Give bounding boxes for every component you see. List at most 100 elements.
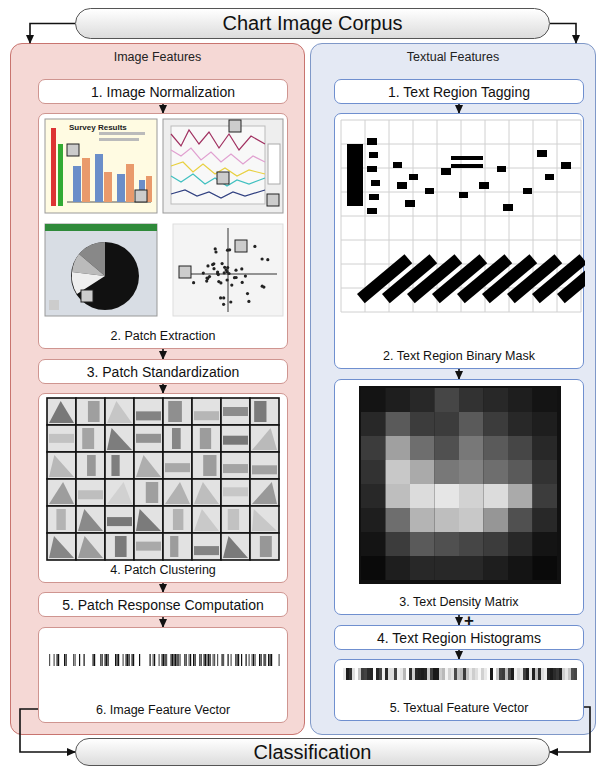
barcode-stroke [463,668,466,680]
barcode-stroke [270,654,271,666]
barcode-stroke [373,668,376,680]
illustration-part [95,154,103,202]
image-patch [250,479,279,506]
density-cell [459,436,484,460]
image-patch [134,479,163,506]
illustration-part [357,254,585,303]
illustration-part [371,180,380,186]
illustration-part [163,119,283,213]
process-box: 1. Text Region Tagging [334,79,584,104]
process-box: 5. Textual Feature Vector [334,659,584,721]
patch-shape [136,542,161,551]
barcode-stroke [132,654,133,666]
mask-grid [341,312,581,313]
process-box: 1. Image Normalization [38,79,288,104]
barcode-stroke [508,668,511,680]
image-patch [192,506,221,533]
image-patch [192,452,221,479]
barcode-stroke [75,654,76,666]
barcode-stroke [556,668,559,680]
barcode-stroke [511,668,514,680]
scatter-dot [226,249,229,252]
barcode-stroke [406,668,409,680]
flow-arrow [162,617,164,627]
image-patch [221,506,250,533]
patch-shape [165,463,190,472]
barcode-stroke [571,668,574,680]
density-cell [386,412,411,436]
process-box: 5. Patch Response Computation [38,592,288,617]
barcode-stroke [409,668,412,680]
barcode-stroke [271,654,272,666]
illustration-part [45,119,157,213]
image-patch [76,398,105,425]
barcode-stroke [66,654,67,666]
illustration-part [67,144,79,156]
barcode-stroke [265,654,266,666]
image-patch [105,533,134,560]
density-cell [533,460,558,484]
density-cell [386,460,411,484]
illustration-part [173,224,283,316]
process-box: 6. Image Feature Vector [38,627,288,723]
barcode-stroke [139,654,140,666]
patch-shape [78,490,103,499]
barcode-stroke [421,668,424,680]
scatter-dot [202,272,205,275]
patch-shape [107,401,132,423]
barcode-stroke [228,654,229,666]
scatter-dot [246,292,249,295]
illustration-part [135,190,147,202]
image-patch [47,479,76,506]
process-box: 2. Patch ExtractionSurvey Results [38,113,288,349]
scatter-dot [219,281,222,284]
illustration-part [369,152,378,158]
patch-shape [146,482,158,503]
image-patch [221,452,250,479]
image-patch [250,425,279,452]
illustration-part [104,172,112,202]
barcode-stroke [100,654,101,666]
barcode-stroke [568,668,571,680]
scatter-dot [216,272,219,275]
barcode-stroke [154,654,155,666]
step-label: 5. Patch Response Computation [62,597,264,613]
barcode-stroke [214,654,215,666]
step-label: 3. Text Density Matrix [335,595,583,609]
feature-panel: Textual Features1. Text Region Tagging 2… [310,43,596,735]
density-cell [508,412,533,436]
barcode-stroke [84,654,85,666]
density-cell [508,436,533,460]
density-cell [386,484,411,508]
density-cell [361,508,386,532]
illustration-part [49,654,280,666]
density-cell [410,460,435,484]
density-cell [435,436,460,460]
barcode-stroke [118,654,119,666]
image-patch [47,398,76,425]
barcode-stroke [123,654,124,666]
illustration-part [73,166,81,202]
density-cell [435,508,460,532]
barcode-stroke [394,668,397,680]
patch-shape [194,546,219,555]
flow-arrow [30,24,75,44]
barcode-stroke [451,668,454,680]
barcode-stroke [424,668,427,680]
illustration-part [47,398,279,560]
density-cell [459,484,484,508]
barcode-stroke [127,654,128,666]
density-cell [484,556,509,580]
image-patch [192,425,221,452]
barcode-stroke [388,668,391,680]
barcode-stroke [460,668,463,680]
density-cell [361,532,386,556]
density-cell [459,460,484,484]
barcode-stroke [64,654,65,666]
illustration-part [367,208,377,214]
density-cell [484,460,509,484]
mask-grid [341,120,581,121]
barcode-stroke [213,654,214,666]
barcode-stroke [153,654,154,666]
illustration-part [171,126,265,204]
